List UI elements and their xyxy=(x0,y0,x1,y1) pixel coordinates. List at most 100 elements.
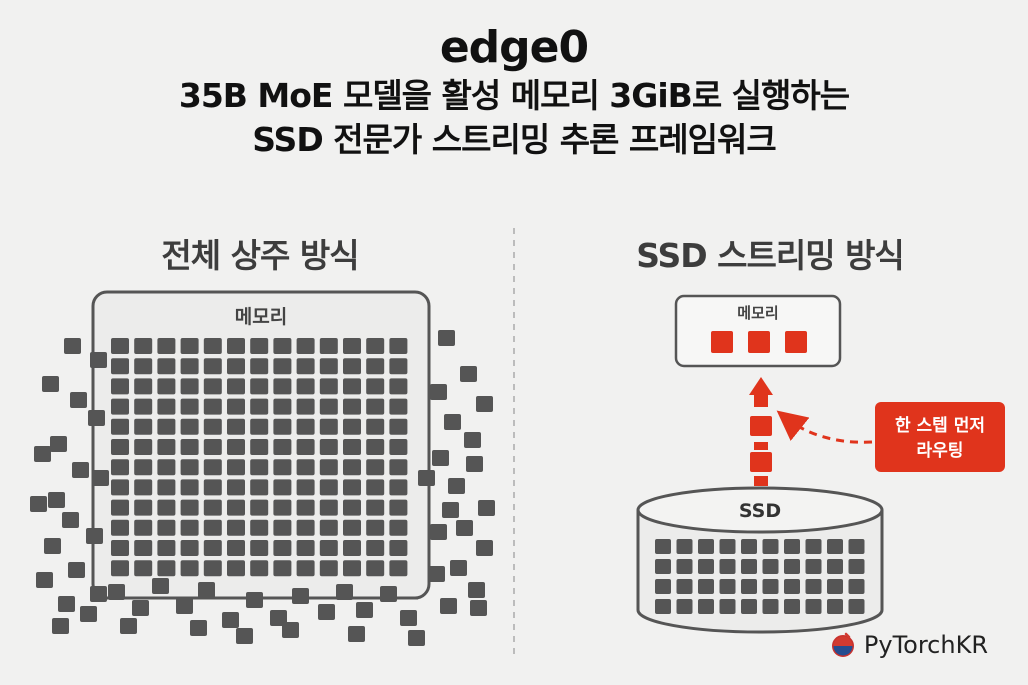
expert-block xyxy=(90,352,107,368)
expert-block xyxy=(111,358,129,375)
expert-block xyxy=(319,358,338,375)
expert-block xyxy=(741,599,757,614)
ssd-block-grid xyxy=(655,539,865,614)
expert-block xyxy=(827,579,843,594)
expert-block xyxy=(343,378,361,395)
expert-block xyxy=(719,579,736,594)
expert-block xyxy=(741,539,757,554)
expert-block xyxy=(389,398,408,415)
brand-name: PyTorchKR xyxy=(863,631,988,659)
right-memory-box: 메모리 xyxy=(674,294,842,368)
expert-block xyxy=(676,559,693,574)
expert-block xyxy=(157,439,176,455)
expert-block xyxy=(111,459,129,476)
expert-block xyxy=(157,479,176,496)
expert-block xyxy=(157,358,176,375)
routing-arrow xyxy=(776,410,873,444)
expert-block xyxy=(719,559,736,574)
expert-block xyxy=(784,539,800,554)
expert-block xyxy=(180,358,199,375)
expert-block xyxy=(296,519,315,536)
expert-block xyxy=(719,599,736,614)
expert-block xyxy=(180,338,199,354)
expert-block xyxy=(134,378,153,395)
expert-block xyxy=(157,519,176,536)
expert-block xyxy=(203,459,222,476)
expert-block xyxy=(343,560,361,577)
expert-block xyxy=(134,338,153,354)
expert-block xyxy=(655,559,671,574)
expert-block xyxy=(30,496,47,512)
expert-block xyxy=(343,338,361,354)
expert-block xyxy=(152,578,169,594)
expert-block xyxy=(366,398,385,415)
expert-block xyxy=(273,519,292,536)
pytorchkr-logo-icon xyxy=(831,632,854,657)
expert-block xyxy=(442,502,459,518)
brand: PyTorchKR xyxy=(830,631,988,659)
expert-block xyxy=(62,512,79,528)
expert-block xyxy=(180,418,199,435)
expert-block xyxy=(698,559,714,574)
expert-block xyxy=(805,579,822,594)
expert-block xyxy=(366,540,385,556)
expert-block xyxy=(227,459,245,476)
expert-block xyxy=(273,378,292,395)
expert-block xyxy=(343,499,361,516)
expert-block xyxy=(250,519,269,536)
expert-block xyxy=(296,418,315,435)
expert-block xyxy=(348,626,365,642)
expert-block xyxy=(389,439,408,455)
expert-block xyxy=(180,459,199,476)
expert-block xyxy=(80,606,97,622)
expert-block xyxy=(655,599,671,614)
expert-block xyxy=(366,338,385,354)
callout-box xyxy=(875,402,1005,472)
expert-block xyxy=(478,500,495,516)
active-expert-block xyxy=(711,331,733,353)
expert-block xyxy=(296,560,315,577)
expert-block xyxy=(203,398,222,415)
memory-box-label: 메모리 xyxy=(235,306,287,328)
stream-arrow xyxy=(749,377,773,486)
ssd-label: SSD xyxy=(739,500,781,522)
callout-text-line-2: 라우팅 xyxy=(917,441,964,461)
expert-block xyxy=(64,338,81,354)
expert-block xyxy=(319,378,338,395)
expert-block xyxy=(203,378,222,395)
expert-block xyxy=(366,358,385,375)
stream-arrow-head xyxy=(749,377,773,395)
expert-block xyxy=(227,439,245,455)
expert-block xyxy=(343,398,361,415)
expert-block xyxy=(296,338,315,354)
expert-block xyxy=(389,499,408,516)
expert-block xyxy=(68,562,85,578)
expert-block xyxy=(296,398,315,415)
expert-block xyxy=(88,410,105,426)
stream-arrow-stem xyxy=(754,476,768,486)
expert-block xyxy=(227,479,245,496)
expert-block xyxy=(784,559,800,574)
expert-block xyxy=(273,540,292,556)
expert-block xyxy=(784,579,800,594)
expert-block xyxy=(270,610,287,626)
expert-block xyxy=(273,358,292,375)
expert-block xyxy=(180,479,199,496)
expert-block xyxy=(389,358,408,375)
expert-block xyxy=(762,539,779,554)
expert-block xyxy=(58,596,75,612)
expert-block xyxy=(343,479,361,496)
active-expert-block xyxy=(748,331,770,353)
expert-block xyxy=(273,560,292,577)
expert-block xyxy=(120,618,137,634)
expert-block xyxy=(203,338,222,354)
expert-block xyxy=(366,439,385,455)
expert-block xyxy=(108,584,125,600)
expert-block xyxy=(319,398,338,415)
expert-block xyxy=(400,610,417,626)
expert-block xyxy=(356,602,373,618)
expert-block xyxy=(250,338,269,354)
expert-block xyxy=(134,540,153,556)
expert-block xyxy=(389,540,408,556)
expert-block xyxy=(389,560,408,577)
